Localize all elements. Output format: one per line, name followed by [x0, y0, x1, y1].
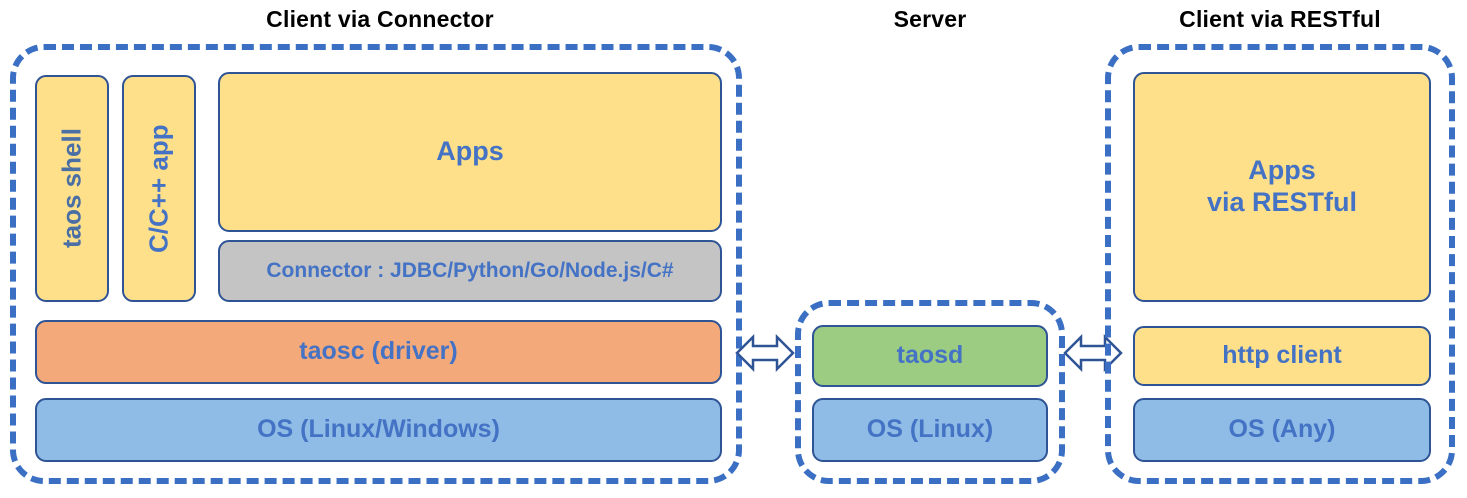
box-os-any[interactable]: OS (Any): [1133, 398, 1431, 462]
box-apps-via-restful-line2: via RESTful: [1206, 187, 1358, 217]
section-title-server: Server: [893, 6, 967, 32]
box-taosc-driver[interactable]: taosc (driver): [35, 320, 722, 384]
box-connector[interactable]: Connector : JDBC/Python/Go/Node.js/C#: [218, 240, 722, 302]
box-taosd[interactable]: taosd: [812, 325, 1048, 387]
group-client-via-restful: [1105, 44, 1455, 484]
box-cpp-app[interactable]: C/C++ app: [122, 75, 196, 302]
group-server: [795, 300, 1065, 484]
section-title-client-restful: Client via RESTful: [1179, 6, 1381, 32]
box-apps-via-restful-line1: Apps: [1248, 155, 1316, 186]
box-http-client[interactable]: http client: [1133, 326, 1431, 386]
box-taos-shell[interactable]: taos shell: [35, 75, 109, 302]
section-title-client-connector: Client via Connector: [266, 6, 494, 32]
box-os-linux-windows[interactable]: OS (Linux/Windows): [35, 398, 722, 462]
box-apps-connector[interactable]: Apps: [218, 72, 722, 232]
group-client-via-connector: [10, 44, 742, 484]
double-arrow-icon-client-to-server: [735, 331, 795, 375]
box-apps-via-restful[interactable]: Apps via RESTful: [1133, 72, 1431, 302]
box-os-linux[interactable]: OS (Linux): [812, 398, 1048, 462]
